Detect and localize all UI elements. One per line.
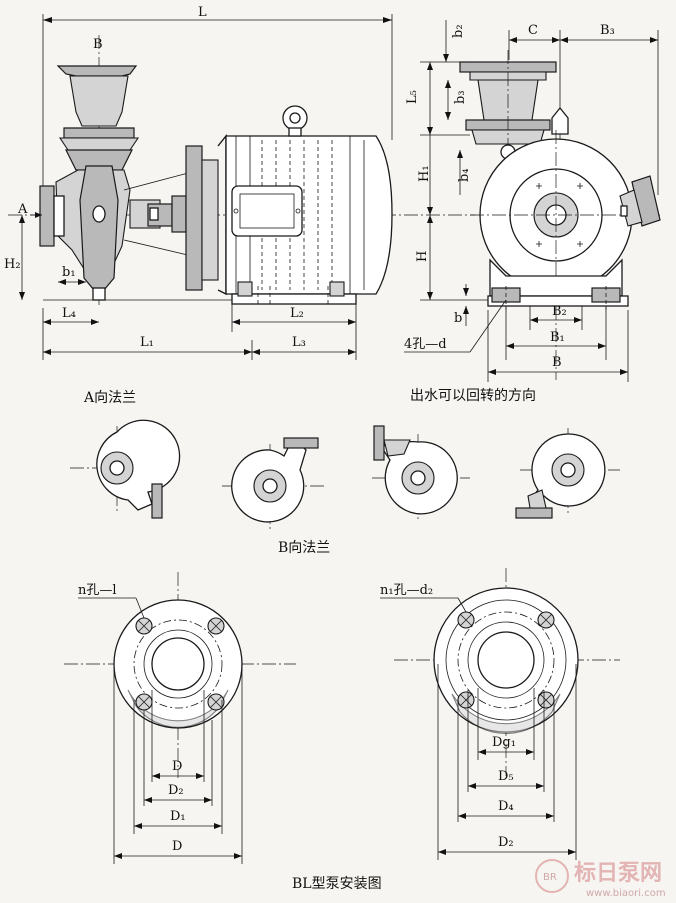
drawing-title: BL型泵安装图 [292, 876, 382, 892]
label-n-holes-l: n孔—l [78, 583, 117, 598]
dim-B3: B₃ [600, 23, 615, 38]
watermark-brand: 标日泵网 [574, 860, 662, 886]
dim-D-outer: D [172, 839, 182, 854]
dim-b1: b₁ [62, 265, 76, 280]
dim-C: C [528, 23, 538, 38]
end-view: C B₃ b₂ L₅ b₃ H₁ b₄ H [404, 20, 661, 404]
dim-D2-left: D₂ [168, 783, 184, 798]
dim-b4: b₄ [457, 168, 472, 182]
dim-B-top: B [93, 37, 103, 52]
rotation-variants: B向法兰 [70, 419, 620, 556]
dim-H: H [415, 251, 430, 262]
dim-L3: L₃ [292, 335, 306, 350]
dim-L: L [198, 5, 207, 20]
flange-detail-right: n₁孔—d₂ Dg₁ D₅ D₄ D₂ [380, 568, 620, 860]
dim-b3: b₃ [453, 90, 468, 104]
dim-D2-right: D₂ [498, 835, 514, 850]
variant-4 [515, 428, 620, 519]
caption-b-flange: B向法兰 [278, 540, 330, 556]
label-4-holes-d: 4孔—d [404, 337, 447, 352]
watermark: BR 标日泵网 www.biaori.com [535, 859, 666, 899]
dim-D4: D₄ [498, 799, 514, 814]
bolt-holes-right [457, 611, 555, 709]
dim-L5: L₅ [405, 90, 420, 104]
watermark-logo: BR [543, 872, 557, 883]
variant-2 [222, 437, 326, 530]
dim-Dg1: Dg₁ [492, 735, 516, 750]
dim-H1: H₁ [417, 165, 432, 182]
dim-D1: D₁ [170, 809, 186, 824]
caption-a-flange: A向法兰 [83, 390, 136, 406]
dim-B2: B₂ [552, 304, 567, 319]
dim-B1: B₁ [550, 330, 565, 345]
dim-D5: D₅ [498, 769, 514, 784]
dim-A: A [17, 202, 28, 217]
dim-b2: b₂ [451, 24, 466, 38]
label-n1-holes-d2: n₁孔—d₂ [380, 583, 433, 598]
caption-rotation: 出水可以回转的方向 [410, 388, 536, 404]
dim-H2: H₂ [4, 257, 21, 272]
variant-3 [372, 425, 470, 522]
dim-D-inner: D [172, 759, 182, 774]
dim-B: B [552, 355, 562, 370]
variant-1 [70, 419, 181, 519]
dim-L2: L₂ [290, 306, 304, 321]
dim-L4: L₄ [62, 306, 76, 321]
side-view: L B A [4, 5, 475, 406]
watermark-url: www.biaori.com [586, 888, 666, 899]
dim-L1: L₁ [140, 335, 154, 350]
dim-b: b [454, 311, 462, 326]
flange-detail-left: n孔—l D D₂ D₁ D [64, 572, 296, 864]
